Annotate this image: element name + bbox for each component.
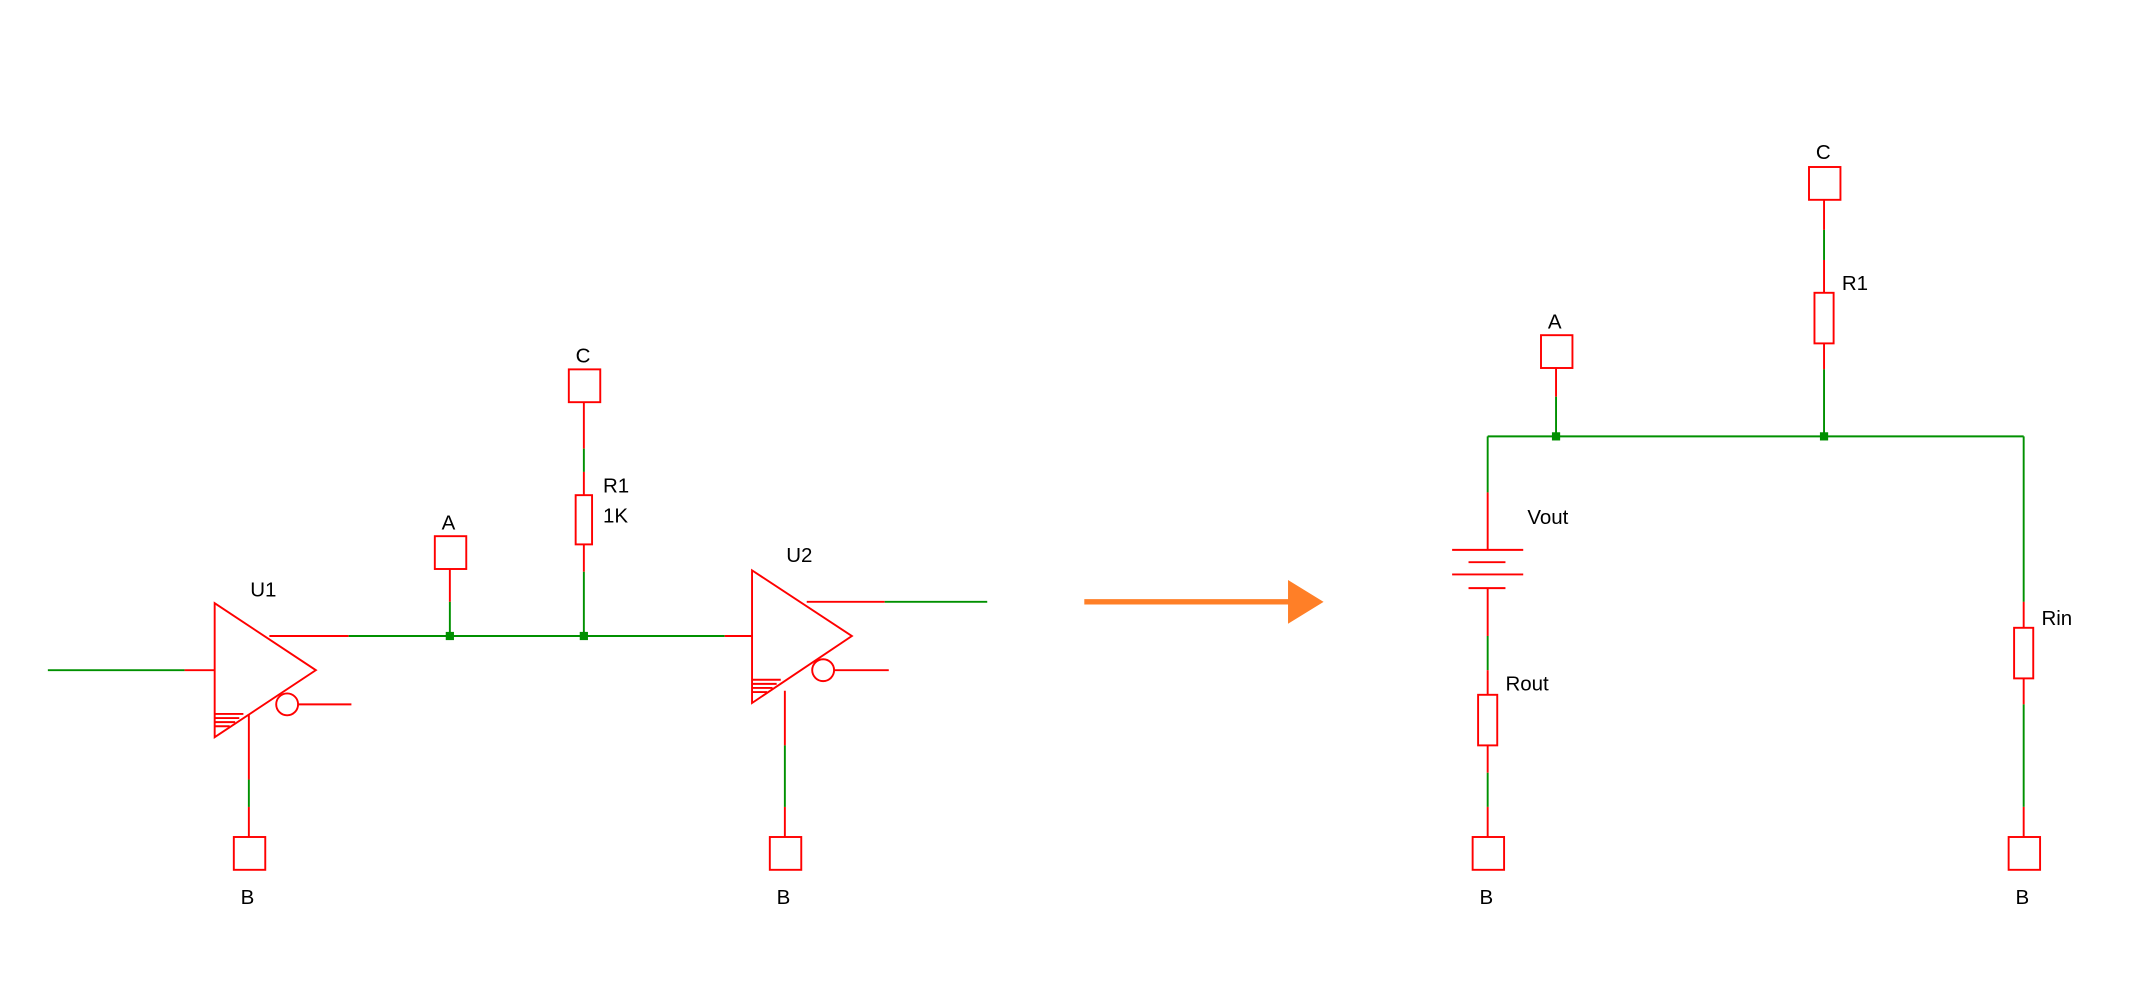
- port-a-box[interactable]: [1540, 334, 1574, 369]
- left-circuit: U1 B A C R1 1K U2 B: [47, 345, 988, 909]
- resistor-r1[interactable]: [1813, 291, 1835, 345]
- junction-dot: [1819, 432, 1829, 441]
- port-a-box[interactable]: [433, 535, 468, 570]
- vout-label: Vout: [1527, 506, 1568, 529]
- r1-label: R1: [1842, 272, 1868, 295]
- r1-value: 1K: [603, 505, 628, 528]
- port-b-label: B: [241, 886, 255, 909]
- port-c-label: C: [1816, 141, 1831, 164]
- r1-label: R1: [603, 474, 629, 497]
- transform-arrow-icon: [1084, 579, 1324, 624]
- voltage-source-vout[interactable]: [1452, 548, 1524, 590]
- port-b-label: B: [2015, 886, 2029, 909]
- u1-buffer-symbol[interactable]: [213, 601, 352, 837]
- rout-label: Rout: [1505, 673, 1549, 696]
- port-c-label: C: [576, 345, 591, 368]
- port-b-box[interactable]: [1471, 836, 1506, 871]
- u1-label: U1: [250, 578, 276, 601]
- port-c-box[interactable]: [567, 368, 602, 404]
- port-b-label: B: [777, 886, 791, 909]
- resistor-rout[interactable]: [1477, 693, 1499, 747]
- u1-inverting-bubble: [275, 692, 300, 717]
- right-circuit: A C R1 Vout Rout B Rin B: [1452, 141, 2072, 909]
- resistor-r1[interactable]: [574, 494, 594, 546]
- u2-inverting-bubble: [811, 658, 836, 683]
- rin-label: Rin: [2041, 607, 2072, 630]
- resistor-rin[interactable]: [2013, 626, 2035, 680]
- port-b-box[interactable]: [2007, 836, 2042, 871]
- u2-buffer-symbol[interactable]: [751, 568, 889, 837]
- port-a-label: A: [442, 511, 456, 534]
- u2-label: U2: [786, 544, 812, 567]
- port-c-box[interactable]: [1808, 166, 1842, 201]
- port-b-box[interactable]: [232, 836, 267, 871]
- port-a-label: A: [1548, 310, 1562, 333]
- port-b-label: B: [1479, 886, 1493, 909]
- junction-dot: [1551, 432, 1561, 441]
- port-b-box[interactable]: [768, 836, 803, 871]
